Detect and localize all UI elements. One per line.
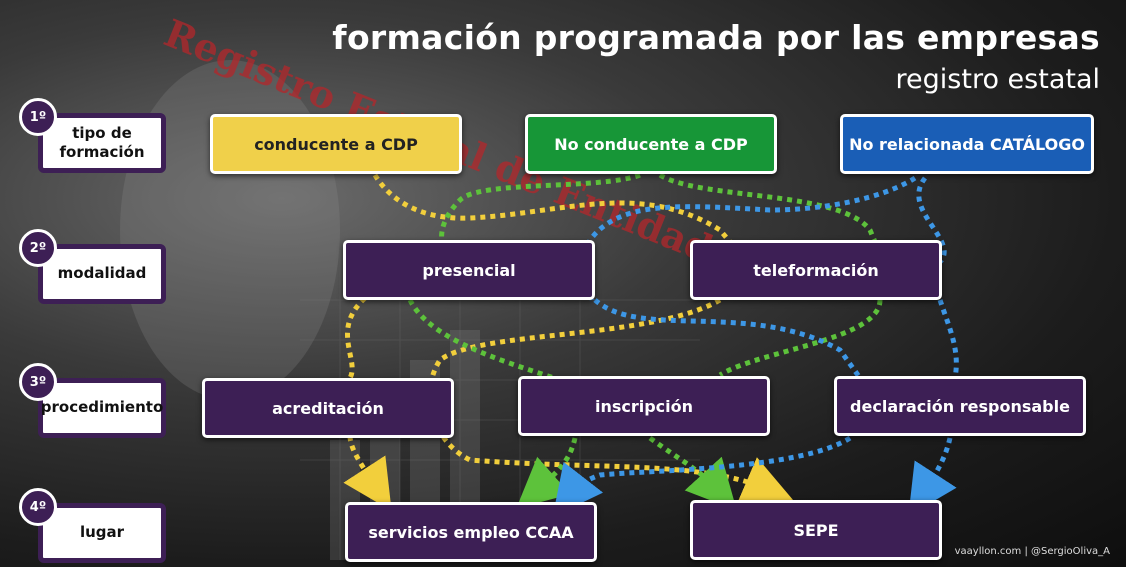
step-number-3: 3º	[19, 363, 57, 401]
step-label-modalidad: modalidad	[38, 244, 166, 304]
page-subtitle: registro estatal	[895, 64, 1100, 95]
step-label-procedimiento: procedimiento	[38, 378, 166, 438]
flow-green-teleformacion-inscripcion	[718, 299, 883, 378]
step-label-lugar: lugar	[38, 503, 166, 563]
flow-green-nocdp-teleformacion	[658, 172, 878, 243]
node-teleformacion: teleformación	[690, 240, 942, 300]
flow-yellow-cdp-presencial	[372, 173, 732, 244]
page-title: formación programada por las empresas	[332, 18, 1100, 57]
flow-blue-declaracion-sepe	[908, 437, 957, 516]
node-sepe: SEPE	[690, 500, 942, 560]
flow-blue-presencial-declaracion	[593, 298, 863, 380]
node-declaracion-responsable: declaración responsable	[834, 376, 1086, 436]
step-label-text: lugar	[79, 523, 125, 542]
step-number-1: 1º	[19, 98, 57, 136]
flow-yellow-presencial-acreditacion	[345, 296, 367, 380]
node-servicios-empleo-ccaa: servicios empleo CCAA	[345, 502, 597, 562]
step-number-2: 2º	[19, 229, 57, 267]
step-label-text: procedimiento	[40, 398, 164, 417]
node-acreditacion: acreditación	[202, 378, 454, 438]
flow-blue-declaracion-ccaa	[552, 435, 852, 517]
node-presencial: presencial	[343, 240, 595, 300]
footer-credits: vaayllon.com | @SergioOliva_A	[954, 546, 1110, 557]
node-conducente-cdp: conducente a CDP	[210, 114, 462, 174]
step-label-text: modalidad	[57, 264, 147, 283]
step-label-tipo: tipo de formación	[38, 113, 166, 173]
flow-yellow-acreditacion-ccaa	[343, 435, 392, 511]
flow-green-nocdp-presencial	[439, 172, 641, 243]
flow-blue-catalogo-teleformacion	[916, 176, 947, 264]
flow-green-presencial-inscripcion	[407, 298, 561, 383]
node-no-conducente-cdp: No conducente a CDP	[525, 114, 777, 174]
node-inscripcion: inscripción	[518, 376, 770, 436]
flow-blue-teleformacion-declaracion	[937, 299, 959, 379]
step-number-4: 4º	[19, 488, 57, 526]
node-no-relacionada-catalogo: No relacionada CATÁLOGO	[840, 114, 1094, 174]
step-label-text: tipo de formación	[59, 123, 145, 162]
flow-green-inscripcion-sepe	[648, 435, 737, 511]
